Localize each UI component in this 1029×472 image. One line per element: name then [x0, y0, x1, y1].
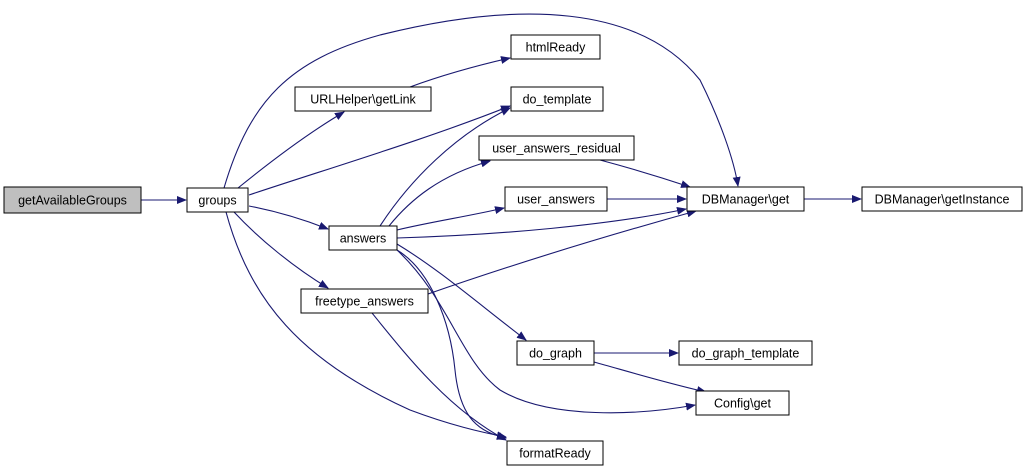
- node-label: getAvailableGroups: [18, 193, 127, 207]
- node-label: do_template: [523, 92, 592, 106]
- node-label: freetype_answers: [315, 294, 414, 308]
- node-label: Config\get: [714, 396, 772, 410]
- node-dographtpl[interactable]: do_graph_template: [678, 340, 813, 366]
- edge-groups-to-dbget: [223, 13, 741, 189]
- node-box[interactable]: [328, 225, 398, 251]
- node-box[interactable]: [504, 186, 608, 212]
- edge-answers-to-ua: [396, 206, 505, 231]
- node-box[interactable]: [478, 135, 635, 161]
- edge-answers-to-uar: [388, 159, 491, 227]
- node-label: groups: [198, 193, 236, 207]
- node-dbinst[interactable]: DBManager\getInstance: [861, 186, 1023, 212]
- graph-edges: [141, 13, 862, 441]
- node-label: do_graph: [529, 346, 582, 360]
- edge-groups-to-urlhelper: [237, 111, 345, 189]
- node-label: do_graph_template: [692, 346, 800, 360]
- edge-groups-to-dotemplate: [248, 105, 511, 196]
- node-htmlready[interactable]: htmlReady: [510, 34, 601, 60]
- node-dograph[interactable]: do_graph: [516, 340, 595, 366]
- node-label: user_answers_residual: [492, 141, 621, 155]
- node-answers[interactable]: answers: [328, 225, 398, 251]
- node-box[interactable]: [294, 86, 432, 112]
- edge-uar-to-dbget: [599, 159, 691, 188]
- node-urlhelper[interactable]: URLHelper\getLink: [294, 86, 432, 112]
- node-configget[interactable]: Config\get: [695, 390, 790, 416]
- edge-groups-to-freetype: [233, 211, 329, 289]
- node-label: user_answers: [517, 192, 595, 206]
- node-box[interactable]: [510, 34, 601, 60]
- node-dotemplate[interactable]: do_template: [510, 86, 604, 112]
- node-label: DBManager\get: [702, 192, 790, 206]
- node-label: answers: [340, 231, 387, 245]
- node-box[interactable]: [678, 340, 813, 366]
- graph-nodes: getAvailableGroups groups URLHelper\getLin…: [3, 34, 1023, 466]
- node-box[interactable]: [506, 440, 604, 466]
- node-uar[interactable]: user_answers_residual: [478, 135, 635, 161]
- node-groups[interactable]: groups: [186, 187, 249, 213]
- node-box[interactable]: [300, 288, 429, 314]
- edge-answers-to-dbget: [396, 206, 687, 239]
- node-box[interactable]: [186, 187, 249, 213]
- edge-freetype-to-formatready: [371, 312, 507, 441]
- edge-groups-to-formatready: [225, 211, 507, 440]
- node-box[interactable]: [686, 186, 805, 212]
- edge-answers-to-dotemplate: [379, 107, 511, 227]
- edge-answers-to-dograph: [396, 243, 527, 341]
- node-box[interactable]: [695, 390, 790, 416]
- node-freetype[interactable]: freetype_answers: [300, 288, 429, 314]
- node-box[interactable]: [861, 186, 1023, 212]
- node-label: URLHelper\getLink: [310, 92, 416, 106]
- node-box[interactable]: [510, 86, 604, 112]
- edge-answers-to-formatready: [396, 249, 507, 440]
- node-getAvailableGroups[interactable]: getAvailableGroups: [3, 186, 142, 214]
- node-dbget[interactable]: DBManager\get: [686, 186, 805, 212]
- node-ua[interactable]: user_answers: [504, 186, 608, 212]
- edge-dograph-to-configget: [593, 361, 707, 394]
- node-label: htmlReady: [526, 40, 586, 54]
- node-label: DBManager\getInstance: [875, 192, 1010, 206]
- node-box[interactable]: [516, 340, 595, 366]
- edge-urlhelper-to-htmlready: [409, 56, 511, 88]
- edge-groups-to-answers: [248, 205, 329, 230]
- node-label: formatReady: [519, 446, 591, 460]
- edge-freetype-to-dbget: [427, 209, 697, 295]
- node-box[interactable]: [3, 186, 142, 214]
- node-formatready[interactable]: formatReady: [506, 440, 604, 466]
